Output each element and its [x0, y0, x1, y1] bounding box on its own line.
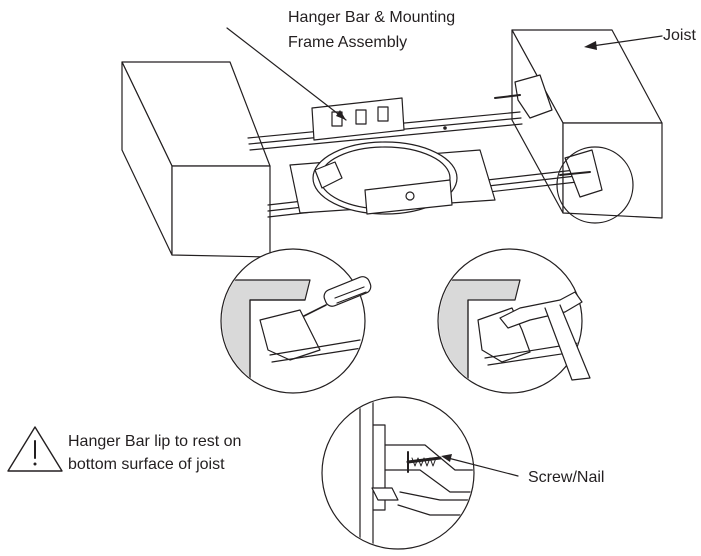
warning-triangle-icon	[7, 426, 63, 472]
assembly-leader-line	[226, 27, 347, 121]
hammer-detail	[437, 248, 591, 394]
assembly-label-line1: Hanger Bar & Mounting	[288, 9, 456, 26]
joist-clips	[494, 74, 603, 198]
lip-note-line1: Hanger Bar lip to rest on	[68, 433, 242, 450]
hammer-icon	[499, 291, 591, 381]
screwdriver-icon	[303, 276, 372, 317]
left-joist	[121, 61, 271, 258]
screw-detail	[321, 396, 475, 550]
screwdriver-detail	[220, 248, 372, 394]
assembly-label-line2: Frame Assembly	[288, 34, 408, 51]
screw-icon	[406, 451, 442, 473]
mounting-frame	[289, 97, 496, 215]
screw-leader-line	[447, 457, 519, 477]
lip-note-line2: bottom surface of joist	[68, 456, 225, 473]
screw-nail-label: Screw/Nail	[528, 469, 605, 486]
detail-callout-circle	[556, 146, 634, 224]
joist-leader-line	[591, 35, 663, 47]
joist-label: Joist	[663, 27, 696, 44]
